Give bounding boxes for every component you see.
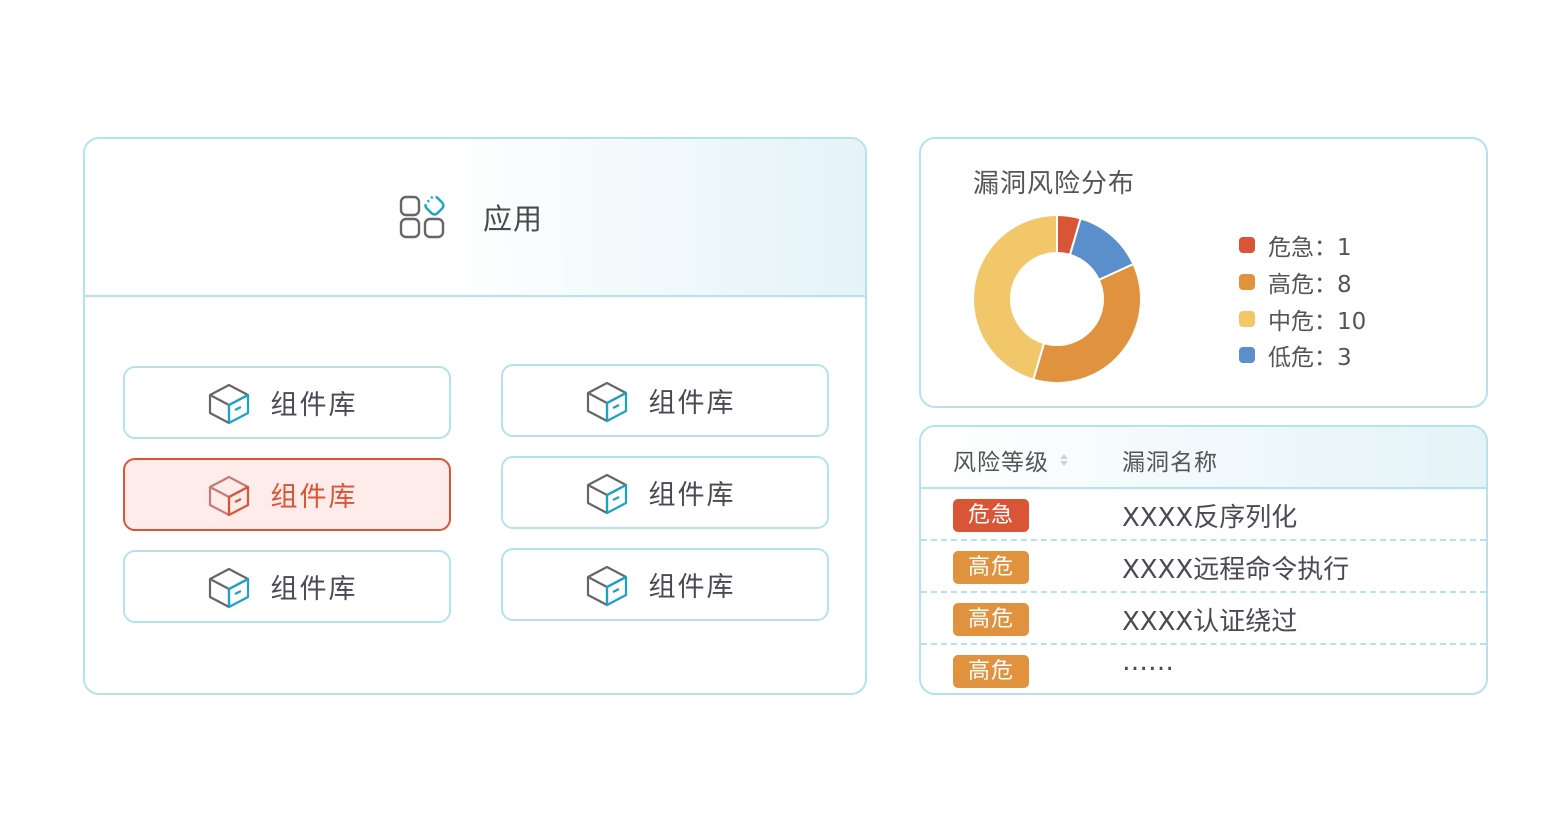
column-label: 漏洞名称 (1122, 450, 1218, 476)
legend-label: 危急：1 (1268, 235, 1352, 262)
legend-swatch (1239, 347, 1255, 364)
legend-item-high: 高危：8 (1239, 264, 1366, 301)
table-row[interactable]: 高危 …… (921, 645, 1486, 693)
application-header: 应用 (85, 139, 865, 297)
legend-label: 高危：8 (1268, 272, 1352, 299)
package-box-icon (208, 383, 249, 424)
risk-badge-high: 高危 (953, 551, 1029, 584)
package-box-icon (586, 473, 627, 514)
chart-title: 漏洞风险分布 (973, 169, 1136, 199)
package-box-icon (208, 475, 249, 516)
column-label: 风险等级 (953, 450, 1049, 476)
risk-distribution-panel: 漏洞风险分布 危急：1 高危：8 中危：10 低危：3 (919, 137, 1488, 408)
application-title: 应用 (482, 202, 543, 236)
application-panel: 应用 组件库 组件库 组件库 (83, 137, 867, 695)
legend-item-medium: 中危：10 (1239, 300, 1366, 337)
component-library-label: 组件库 (648, 388, 736, 419)
risk-badge-critical: 危急 (953, 499, 1029, 532)
vuln-name: XXXX认证绕过 (1122, 607, 1298, 637)
component-library-card[interactable]: 组件库 (123, 366, 451, 439)
table-row[interactable]: 高危 XXXX认证绕过 (921, 593, 1486, 645)
sort-caret-icon[interactable] (1059, 451, 1069, 469)
package-box-icon (208, 567, 249, 608)
legend-swatch (1239, 237, 1255, 254)
risk-badge-high: 高危 (953, 603, 1029, 636)
donut-slice-高危[interactable] (1032, 262, 1142, 384)
component-library-label: 组件库 (648, 572, 736, 603)
component-library-card-selected[interactable]: 组件库 (123, 458, 451, 531)
risk-badge-high: 高危 (953, 655, 1029, 688)
legend-swatch (1239, 310, 1255, 327)
donut-slice-中危[interactable] (972, 213, 1058, 381)
table-row[interactable]: 高危 XXXX远程命令执行 (921, 541, 1486, 593)
legend-label: 低危：3 (1268, 345, 1352, 372)
vuln-name: XXXX远程命令执行 (1122, 555, 1350, 585)
vuln-name: XXXX反序列化 (1122, 503, 1298, 533)
package-box-icon (586, 565, 627, 606)
component-library-label: 组件库 (648, 480, 736, 511)
column-header-risk-level[interactable]: 风险等级 (953, 443, 1069, 477)
component-library-label: 组件库 (270, 574, 358, 605)
component-library-label: 组件库 (270, 482, 358, 513)
component-library-label: 组件库 (270, 390, 358, 421)
component-library-card[interactable]: 组件库 (501, 548, 829, 621)
legend-label: 中危：10 (1268, 308, 1367, 335)
legend-item-critical: 危急：1 (1239, 227, 1366, 264)
component-library-card[interactable]: 组件库 (501, 456, 829, 529)
apps-grid-icon (399, 195, 445, 239)
table-header: 风险等级 漏洞名称 (921, 427, 1486, 489)
risk-donut-chart (972, 213, 1142, 384)
legend-swatch (1239, 274, 1255, 291)
component-library-card[interactable]: 组件库 (123, 550, 451, 623)
column-header-vuln-name: 漏洞名称 (1122, 443, 1218, 477)
vuln-name-ellipsis: …… (1122, 647, 1174, 677)
table-row[interactable]: 危急 XXXX反序列化 (921, 489, 1486, 541)
component-library-card[interactable]: 组件库 (501, 364, 829, 437)
vulnerability-table: 风险等级 漏洞名称 危急 XXXX反序列化 高危 XXXX远程命令执行 高危 X… (919, 425, 1488, 695)
legend-item-low: 低危：3 (1239, 337, 1366, 374)
chart-legend: 危急：1 高危：8 中危：10 低危：3 (1239, 227, 1366, 374)
package-box-icon (586, 381, 627, 422)
